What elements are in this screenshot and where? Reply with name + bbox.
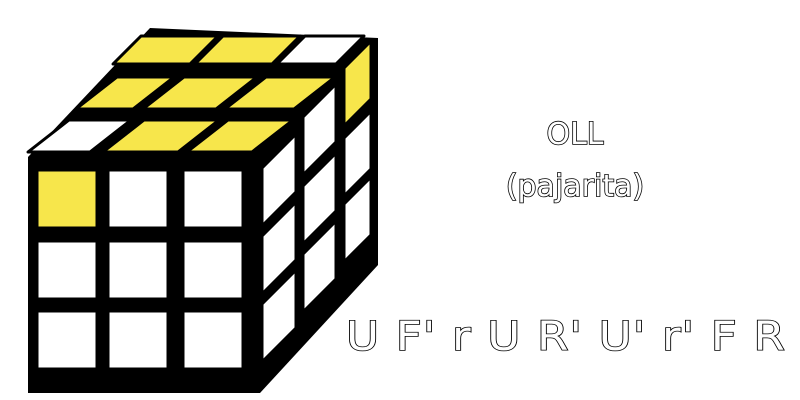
front-sticker-r1c2 xyxy=(181,239,245,301)
top-sticker-r2c2 xyxy=(185,118,295,154)
front-sticker-r0c1 xyxy=(106,168,170,230)
right-sticker-r2c0 xyxy=(260,268,298,364)
front-sticker-r0c0 xyxy=(35,168,99,230)
cube-right-face xyxy=(260,39,373,364)
right-sticker-r0c2 xyxy=(342,39,373,128)
right-sticker-r2c1 xyxy=(301,219,338,314)
front-sticker-r1c1 xyxy=(106,239,170,301)
right-sticker-r2c2 xyxy=(342,175,373,264)
front-sticker-r2c1 xyxy=(106,309,170,371)
right-sticker-r1c2 xyxy=(342,109,373,198)
top-sticker-r2c1 xyxy=(101,118,221,154)
top-sticker-r1c0 xyxy=(74,75,176,111)
cube-front-face xyxy=(35,168,245,371)
right-sticker-r0c0 xyxy=(260,132,298,228)
top-sticker-r0c1 xyxy=(193,34,302,66)
right-sticker-r1c1 xyxy=(301,151,338,246)
cube-top-face xyxy=(26,34,366,154)
front-sticker-r0c2 xyxy=(181,168,245,230)
oll-subtitle: (pajarita) xyxy=(506,169,644,204)
algorithm-notation: U F' r U R' U' r' F R xyxy=(346,314,786,360)
rubiks-cube xyxy=(26,28,378,393)
top-sticker-r0c0 xyxy=(111,34,220,66)
top-sticker-r2c0 xyxy=(26,118,133,154)
front-sticker-r1c0 xyxy=(35,239,99,301)
right-sticker-r0c1 xyxy=(301,82,338,177)
front-sticker-r2c0 xyxy=(35,309,99,371)
oll-title: OLL xyxy=(546,117,603,152)
top-sticker-r1c2 xyxy=(223,75,337,111)
top-sticker-r0c2 xyxy=(275,34,366,66)
front-sticker-r2c2 xyxy=(181,309,245,371)
right-sticker-r1c0 xyxy=(260,200,298,296)
top-sticker-r1c1 xyxy=(141,75,259,111)
